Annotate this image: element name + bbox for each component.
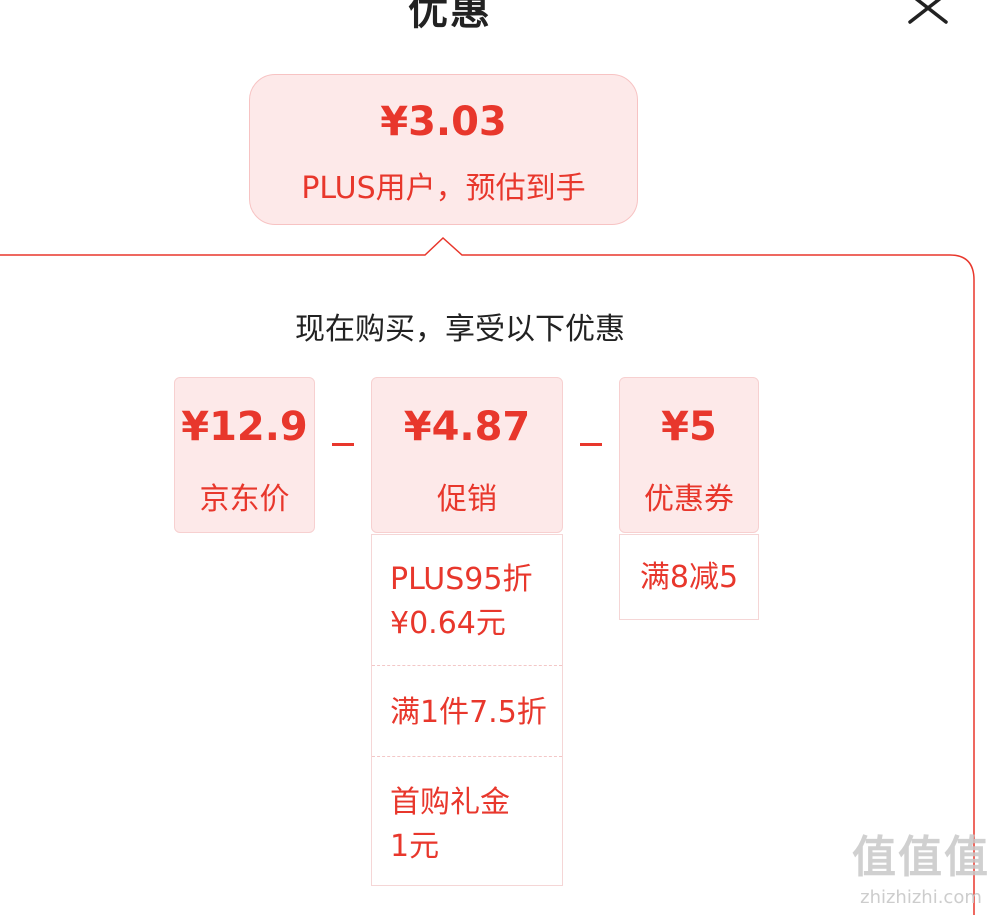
promotion-amount: ¥4.87	[403, 404, 531, 450]
coupon-box: ¥5 优惠券	[619, 377, 759, 533]
watermark-logo: 值值值	[852, 832, 990, 883]
minus-sign	[332, 443, 354, 446]
estimated-price: ¥3.03	[380, 99, 507, 145]
coupon-label: 优惠券	[644, 482, 734, 517]
promotion-details: PLUS95折 ¥0.64元 满1件7.5折 首购礼金 1元	[371, 534, 563, 886]
estimated-price-bubble: ¥3.03 PLUS用户，预估到手	[249, 74, 638, 225]
promotion-item-text: 满1件7.5折	[390, 695, 547, 730]
coupon-detail: 满8减5	[619, 534, 759, 620]
promotion-item-subtext: ¥0.64元	[390, 606, 506, 641]
watermark-url: zhizhizhi.com	[860, 887, 982, 908]
divider	[372, 756, 562, 757]
minus-sign	[580, 443, 602, 446]
promotion-item: 首购礼金 1元	[372, 781, 562, 869]
promotion-item: PLUS95折 ¥0.64元	[372, 558, 562, 646]
promotion-label: 促销	[437, 482, 497, 517]
divider	[372, 665, 562, 666]
breakdown-subtitle: 现在购买，享受以下优惠	[295, 312, 625, 347]
promotion-item-subtext: 1元	[390, 829, 440, 864]
page-title: 优惠	[408, 0, 492, 34]
jd-price-label: 京东价	[199, 482, 290, 517]
close-button[interactable]	[906, 0, 950, 26]
jd-price-box: ¥12.9 京东价	[174, 377, 315, 533]
promotion-item-text: 首购礼金	[390, 785, 510, 820]
jd-price-amount: ¥12.9	[181, 404, 308, 450]
promotion-item-text: PLUS95折	[390, 562, 533, 597]
close-icon	[908, 0, 948, 24]
promotion-item: 满1件7.5折	[372, 691, 562, 735]
promotion-box: ¥4.87 促销	[371, 377, 563, 533]
watermark: 值值值 zhizhizhi.com	[846, 828, 996, 915]
coupon-amount: ¥5	[661, 404, 717, 450]
estimated-price-desc: PLUS用户，预估到手	[301, 171, 586, 206]
